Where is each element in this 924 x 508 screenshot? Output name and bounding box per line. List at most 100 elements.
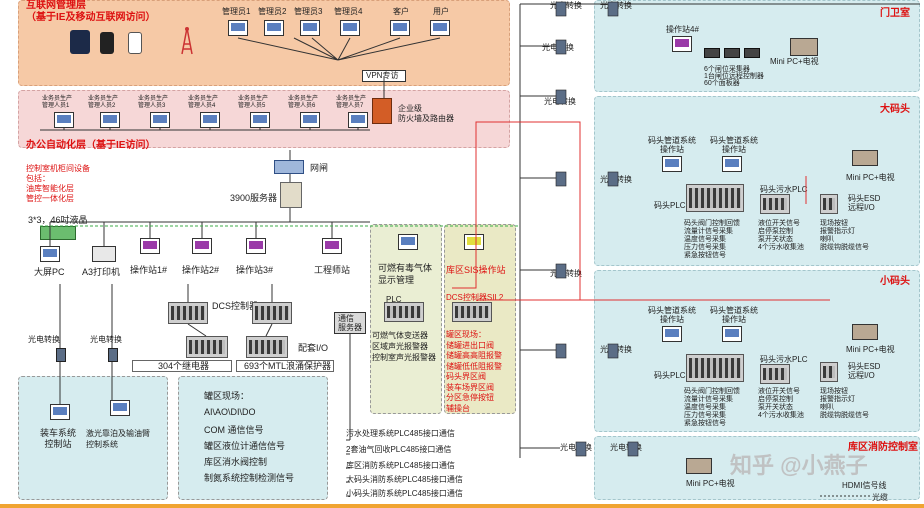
gate-mini-label: Mini PC+电视: [770, 57, 819, 66]
mtl-label: 693个MTL浪涌保护器: [244, 361, 332, 371]
gas-plc-rack: [384, 302, 424, 322]
bigdock-sewage-rack: [760, 194, 790, 214]
smalldock-tv: [852, 324, 878, 340]
office-label-7: 业务员生产 管理人员7: [336, 96, 367, 109]
bigdock-station-pc-1: [662, 156, 682, 172]
gas-title: 可燃有毒气体 显示管理: [378, 263, 433, 285]
loading-conv-2: [108, 348, 118, 362]
manager-label-4: 管理员4: [334, 7, 363, 16]
office-pc-5: [250, 112, 270, 128]
gate-station-pc: [672, 36, 692, 52]
user-pc: [430, 20, 450, 36]
fire-conv-left-label: 光电转换: [560, 443, 592, 452]
mtl-box: [236, 360, 334, 372]
interface-3: 库区消防系统PLC485接口通信: [346, 461, 455, 470]
gas-notes: 可燃气体变送器 区域声光报警器 控制室声光报警器: [372, 331, 436, 362]
ws-label-op3: 操作站3#: [236, 265, 274, 275]
gateway-icon: [274, 160, 304, 174]
user-label: 用户: [433, 7, 449, 16]
bigdock-notes-2: 液位开关信号 启停泵控制 泵开关状态 4个污水收集池: [758, 220, 804, 251]
ws-label-op1: 操作站1#: [130, 265, 168, 275]
bigdock-esd-label: 码头ESD 远程I/O: [848, 194, 881, 212]
sis-station-pc: [464, 234, 484, 250]
mobile-phone-1: [100, 32, 114, 54]
manager-label-1: 管理员1: [222, 7, 251, 16]
manager-pc-1: [228, 20, 248, 36]
ws-label-bigscreen: 大屏PC: [34, 267, 65, 277]
gate-sensor-3: [744, 48, 760, 58]
smalldock-esd-label: 码头ESD 远程I/O: [848, 362, 881, 380]
office-label-6: 业务员生产 管理人员6: [288, 96, 319, 109]
loading-pc-1: [50, 404, 70, 420]
manager-pc-4: [340, 20, 360, 36]
relay-box: [132, 360, 232, 372]
operator-station-1: [140, 238, 160, 254]
bigdock-notes-1: 码头阀门控制回馈 流量计信号采集 温度信号采集 压力信号采集 紧急按钮信号: [684, 220, 740, 259]
operator-station-2: [192, 238, 212, 254]
bigdock-station-label-1: 码头管道系统 操作站: [648, 136, 696, 154]
fire-mini-label: Mini PC+电视: [686, 479, 735, 488]
bigdock-plc-rack: [686, 184, 744, 212]
field-list-title: 罐区现场：: [204, 391, 250, 401]
gate-tv: [790, 38, 818, 56]
office-label-4: 业务员生产 管理人员4: [188, 96, 219, 109]
office-pc-4: [200, 112, 220, 128]
interface-1: 污水处理系统PLC485接口通信: [346, 429, 455, 438]
office-label-3: 业务员生产 管理人员3: [138, 96, 169, 109]
gate-sensor-2: [724, 48, 740, 58]
field-line-4: 库区消水阀控制: [204, 457, 268, 467]
bigdock-conv-right-label: 光电转换: [600, 175, 632, 184]
smalldock-plc-rack: [686, 354, 744, 382]
loading-conv-2-label: 光电转换: [90, 335, 122, 344]
field-line-5: 制氮系统控制检测信号: [204, 473, 295, 483]
gate-conv-left-label: 光电转换: [550, 1, 582, 10]
zone-small-dock-title: 小码头: [880, 276, 910, 287]
gate-station-label: 操作站4#: [666, 25, 699, 34]
field-line-3: 罐区液位计通信信号: [204, 441, 286, 451]
interface-5: 小码头消防系统PLC485接口通信: [346, 489, 463, 498]
field-line-1: AI\AO\DI\DO: [204, 407, 256, 417]
zone-field-list: [178, 376, 328, 500]
io-rack-left: [186, 336, 228, 358]
office-pc-2: [100, 112, 120, 128]
office-label-2: 业务员生产 管理人员2: [88, 96, 119, 109]
bigscreen-pc: [40, 246, 60, 262]
engineer-station: [322, 238, 342, 254]
ws-label-printer: A3打印机: [82, 267, 121, 277]
loading-label-2: 激光靠泊及输油臂 控制系统: [86, 429, 150, 449]
loading-conv-1-label: 光电转换: [28, 335, 60, 344]
smalldock-mini-label: Mini PC+电视: [846, 345, 895, 354]
firewall-label: 企业级 防火墙及路由器: [398, 104, 454, 123]
legend-fiber: 光缆: [872, 493, 888, 502]
led-wall-icon: [40, 226, 76, 240]
firewall-icon: [372, 98, 392, 124]
tablet-device: [70, 30, 90, 54]
gate-conv-2-label: 光电转换: [542, 43, 574, 52]
mobile-phone-2: [128, 32, 142, 54]
smalldock-notes-2: 液位开关信号 启停泵控制 泵开关状态 4个污水收集池: [758, 388, 804, 419]
gas-plc-label: PLC: [386, 295, 402, 304]
customer-label: 客户: [393, 7, 409, 16]
bigdock-station-label-2: 码头管道系统 操作站: [710, 136, 758, 154]
zone-big-dock-title: 大码头: [880, 104, 910, 115]
office-label-1: 业务员生产 管理人员1: [42, 96, 73, 109]
a3-printer-icon: [92, 246, 116, 262]
operator-station-3: [246, 238, 266, 254]
comm-server: [334, 312, 366, 334]
smalldock-notes-1: 码头阀门控制回馈 流量计信号采集 温度信号采集 压力信号采集 紧急按钮信号: [684, 388, 740, 427]
sis-title: 库区SIS操作站: [446, 265, 506, 275]
zone-office-title: 办公自动化层（基于IE访问）: [26, 140, 156, 151]
legend-hdmi: HDMI信号线: [842, 481, 887, 490]
interface-4: 大码头消防系统PLC485接口通信: [346, 475, 463, 484]
dcs-rack-left: [168, 302, 208, 324]
display-size-label: 3*3，46吋液晶: [28, 215, 88, 225]
office-pc-7: [348, 112, 368, 128]
gateway-label: 网闸: [310, 163, 329, 173]
office-pc-3: [150, 112, 170, 128]
interface-2: 2套油气回收PLC485接口通信: [346, 445, 452, 454]
vpn-label: VPN专访: [366, 71, 399, 80]
zone-internet-management-title: 互联网管理层 （基于IE及移动互联网访问）: [26, 0, 156, 23]
fire-tv: [686, 458, 712, 474]
smalldock-conv-right-label: 光电转换: [600, 345, 632, 354]
